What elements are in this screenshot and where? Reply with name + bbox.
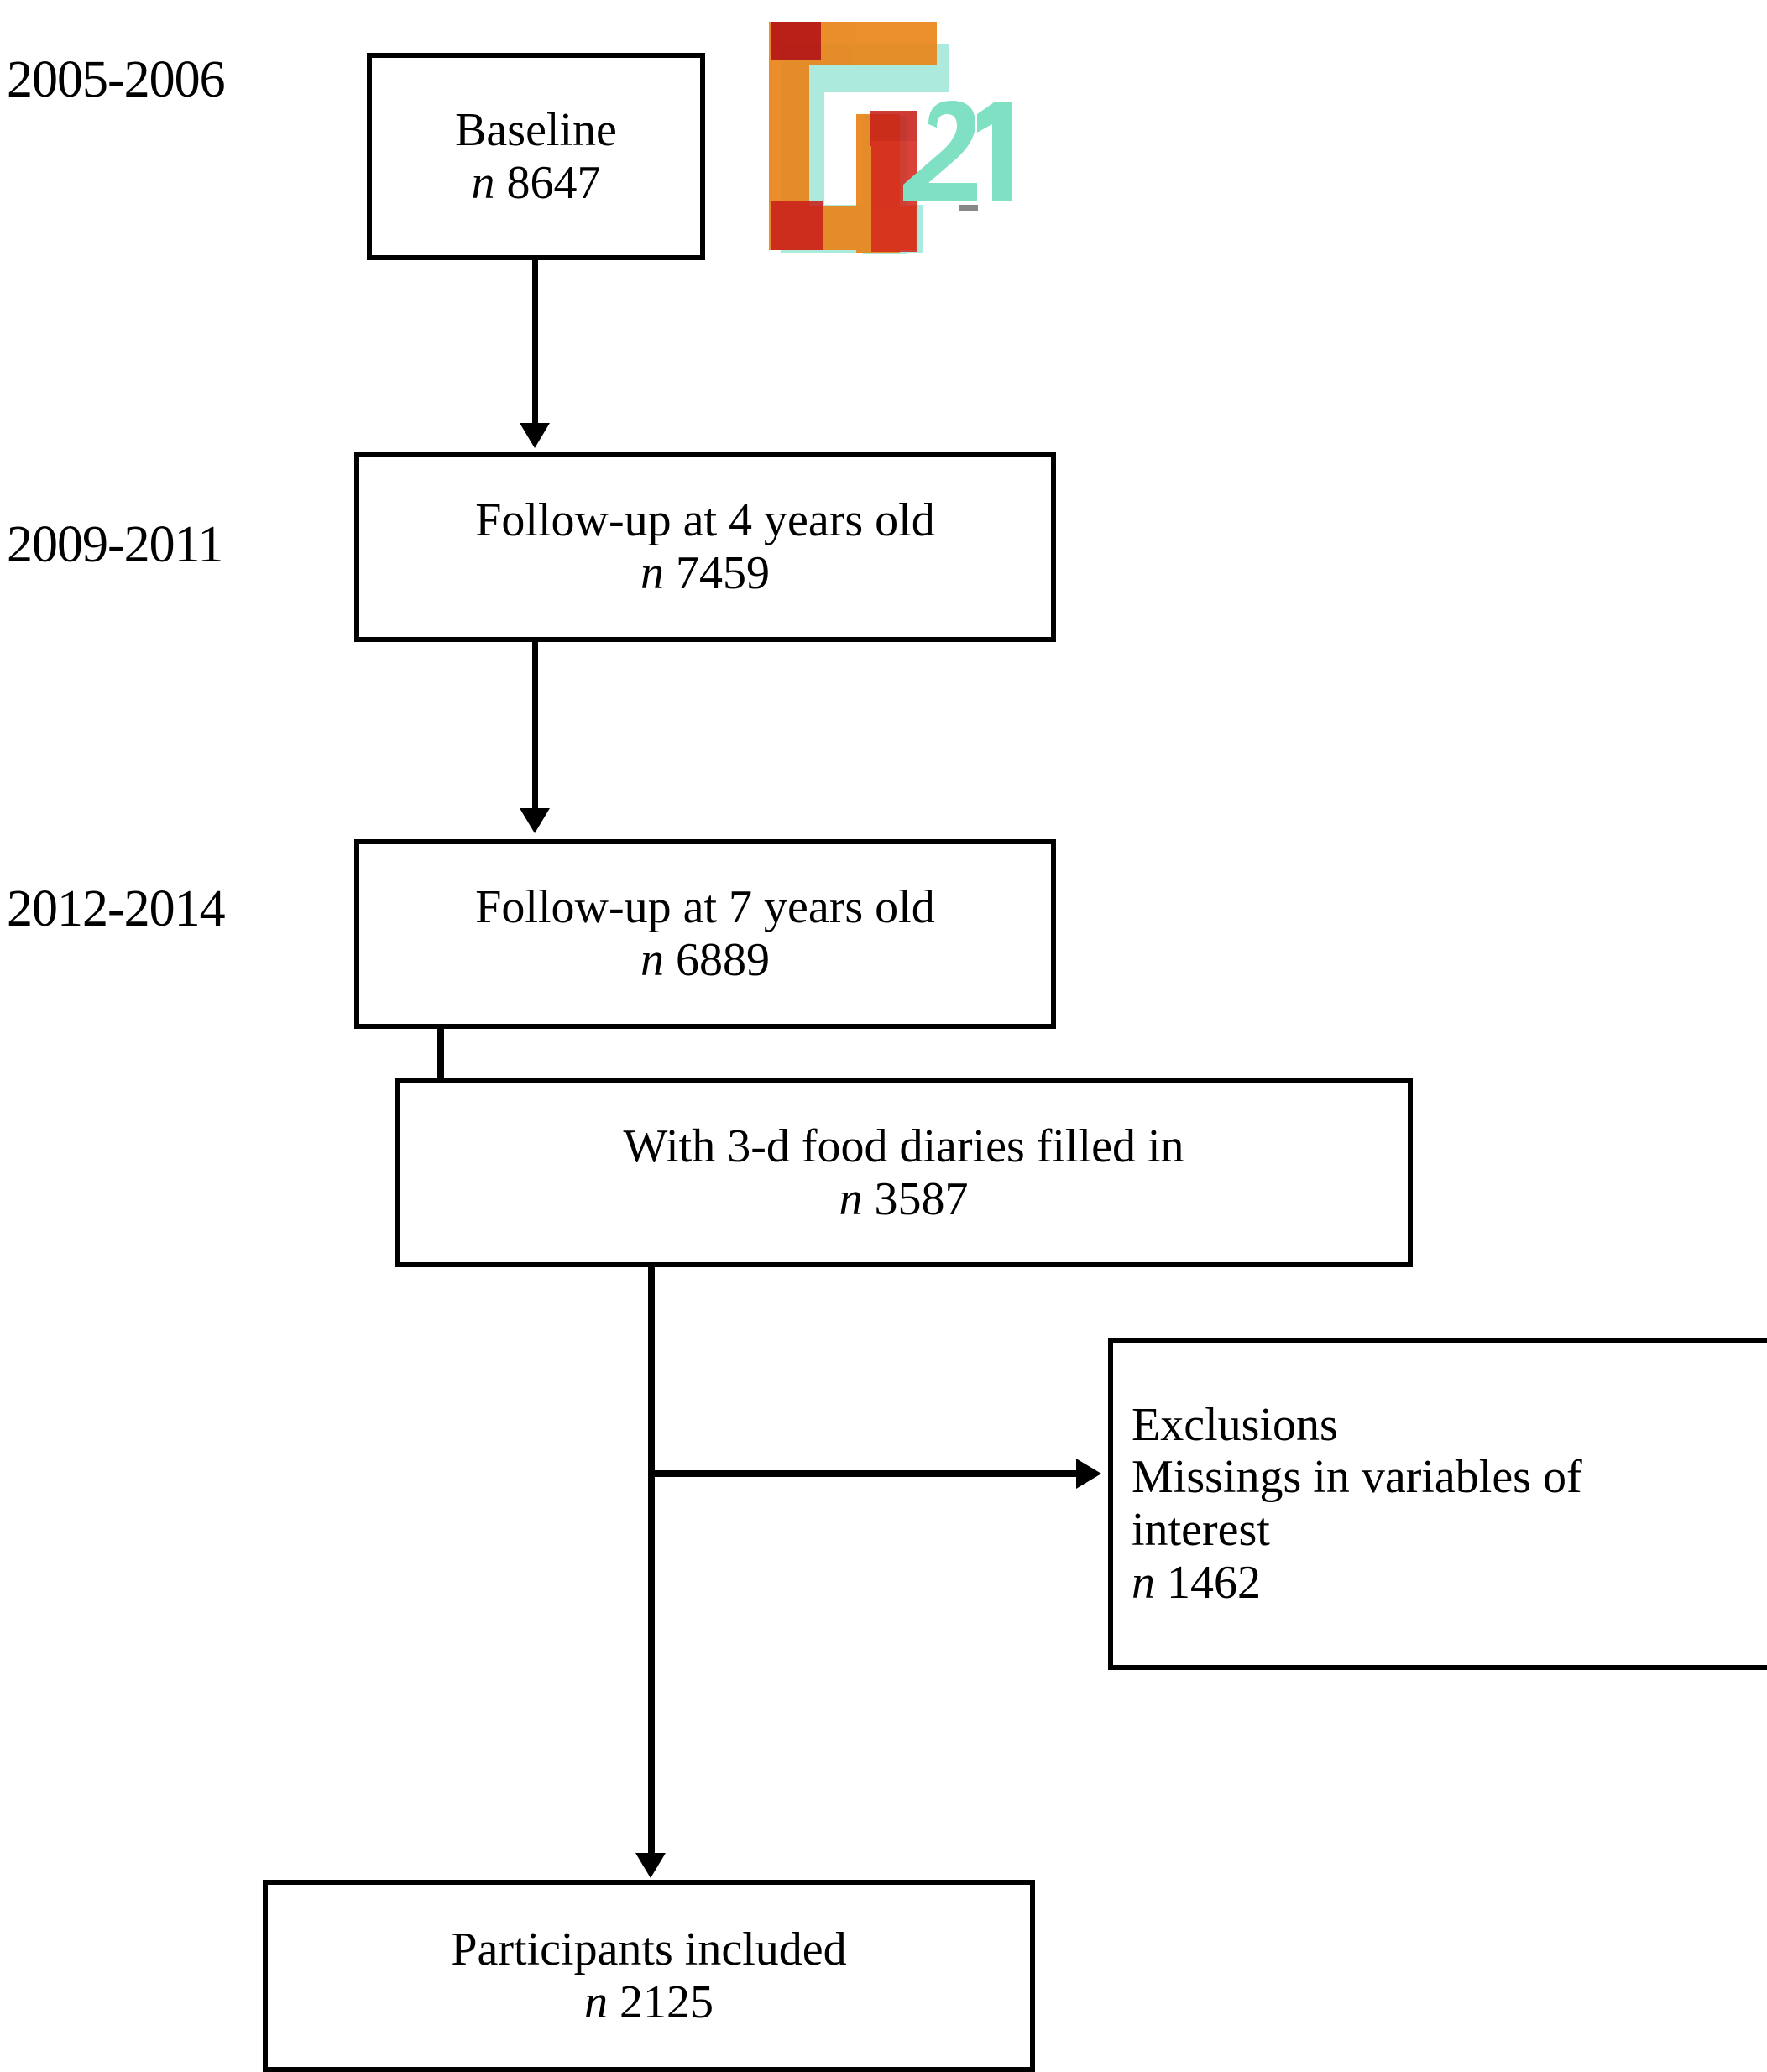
year-label-2009-2011: 2009-2011 [7,516,223,573]
n-value: 8647 [506,156,601,209]
node-exclusions: Exclusions Missings in variables of inte… [1108,1338,1767,1670]
edge-diaries-to-exclusions-arrowhead [1076,1459,1101,1489]
g21-logo [737,7,1048,292]
node-exclusions-title: Exclusions [1132,1398,1338,1451]
edge-diaries-to-included-line [648,1267,655,1855]
node-baseline-title: Baseline [455,103,617,156]
node-followup-4y: Follow-up at 4 years old n 7459 [354,452,1056,642]
node-exclusions-reason-line2: interest [1132,1504,1270,1556]
node-baseline-count: n 8647 [372,157,700,210]
node-food-diaries-count: n 3587 [400,1173,1408,1226]
edge-4y-to-7y-line [532,642,538,810]
n-prefix: n [1132,1556,1155,1609]
node-food-diaries-title: With 3-d food diaries filled in [623,1120,1184,1172]
node-exclusions-count: n 1462 [1113,1557,1767,1610]
node-followup-7y: Follow-up at 7 years old n 6889 [354,839,1056,1029]
edge-baseline-to-4y-arrowhead [520,423,550,448]
node-participants-included-title: Participants included [451,1923,847,1975]
year-label-2012-2014: 2012-2014 [7,880,226,937]
node-followup-4y-count: n 7459 [359,547,1051,600]
n-prefix: n [584,1975,608,2028]
node-participants-included-count: n 2125 [268,1976,1030,2029]
edge-diaries-to-exclusions-line [648,1470,1078,1477]
node-food-diaries: With 3-d food diaries filled in n 3587 [395,1078,1413,1267]
n-value: 3587 [874,1172,969,1225]
edge-baseline-to-4y-line [532,260,538,425]
node-followup-7y-count: n 6889 [359,934,1051,987]
n-prefix: n [471,156,495,209]
node-followup-4y-title: Follow-up at 4 years old [475,494,935,547]
n-value: 1462 [1167,1556,1261,1609]
n-prefix: n [839,1172,863,1225]
year-label-2005-2006: 2005-2006 [7,51,226,108]
node-exclusions-reason-line1: Missings in variables of [1132,1451,1582,1504]
node-followup-7y-title: Follow-up at 7 years old [475,881,935,934]
n-value: 6889 [676,934,770,986]
edge-4y-to-7y-arrowhead [520,808,550,833]
n-prefix: n [640,547,664,599]
edge-diaries-to-included-arrowhead [635,1853,666,1878]
node-baseline: Baseline n 8647 [367,53,705,260]
n-value: 2125 [619,1975,714,2028]
n-value: 7459 [676,547,770,599]
n-prefix: n [640,934,664,986]
node-participants-included: Participants included n 2125 [263,1880,1035,2072]
